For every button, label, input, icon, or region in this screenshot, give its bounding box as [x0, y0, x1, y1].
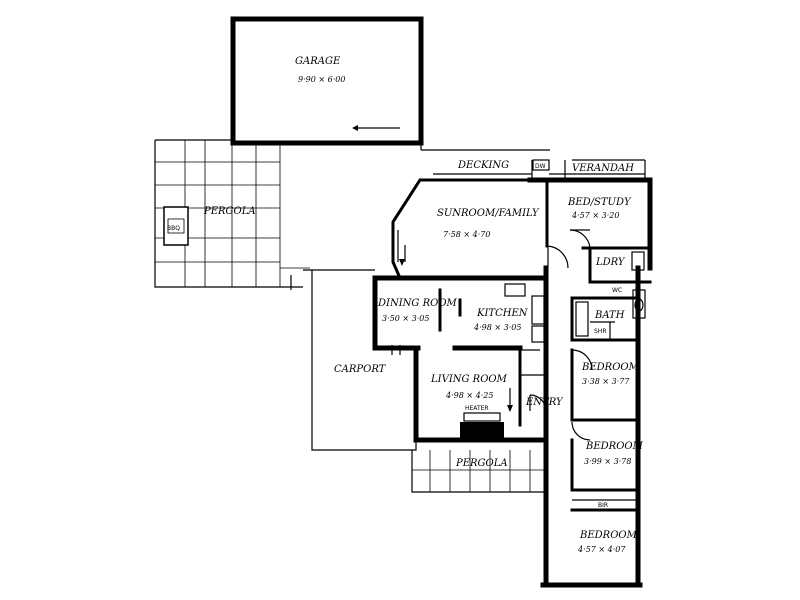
entry-label: ENTRY	[525, 397, 564, 408]
garage	[230, 16, 424, 146]
bedroom-2-walls	[570, 421, 640, 512]
living-dims: 4·98 × 4·25	[445, 391, 493, 400]
pergola-bottom-grid	[411, 450, 546, 493]
bir-label: BIR	[598, 502, 608, 509]
bed-study-dims: 4·57 × 3·20	[571, 211, 619, 220]
bedroom-2-dims: 3·99 × 3·78	[584, 457, 631, 466]
garage-label: GARAGE	[295, 56, 341, 67]
wc-label: WC	[612, 287, 622, 294]
bedroom-2-label: BEDROOM	[585, 441, 644, 452]
sunroom-dims: 7·58 × 4·70	[443, 230, 490, 239]
pergola-left-grid	[154, 139, 310, 290]
carport-label: CARPORT	[334, 364, 387, 375]
bath-label: BATH	[594, 310, 625, 321]
dw-label: DW	[535, 163, 546, 170]
pergola-left-label: PERGOLA	[203, 206, 256, 217]
verandah-label: VERANDAH	[572, 163, 634, 174]
wet-areas	[570, 246, 652, 342]
garage-dims: 9·90 × 6·00	[298, 75, 345, 84]
bedroom-3-label: BEDROOM	[579, 530, 638, 541]
carport	[303, 269, 417, 451]
bedroom-1-dims: 3·38 × 3·77	[582, 377, 630, 386]
kitchen-dims: 4·98 × 3·05	[473, 323, 521, 332]
kitchen-label: KITCHEN	[476, 308, 529, 319]
bedroom-1-walls	[570, 348, 640, 422]
heater-label: HEATER	[465, 405, 489, 412]
bbq-label: BBQ	[167, 225, 180, 232]
ldry-label: LDRY	[595, 257, 626, 268]
bedroom-1-label: BEDROOM	[581, 362, 640, 373]
deck-verandah	[433, 159, 646, 180]
pergola-bottom-label: PERGOLA	[455, 458, 508, 469]
dining-dims: 3·50 × 3·05	[382, 314, 429, 323]
sunroom-label: SUNROOM/FAMILY	[437, 208, 540, 219]
heater	[460, 412, 504, 440]
shr-label: SHR	[594, 328, 607, 335]
bedroom-3-dims: 4·57 × 4·07	[577, 545, 626, 554]
dining-label: DINING ROOM	[377, 298, 458, 309]
bed-study-label: BED/STUDY	[567, 197, 632, 208]
living-label: LIVING ROOM	[430, 374, 508, 385]
sunroom-walls	[391, 177, 569, 280]
decking-label: DECKING	[457, 160, 509, 171]
right-wing-walls	[540, 177, 653, 588]
